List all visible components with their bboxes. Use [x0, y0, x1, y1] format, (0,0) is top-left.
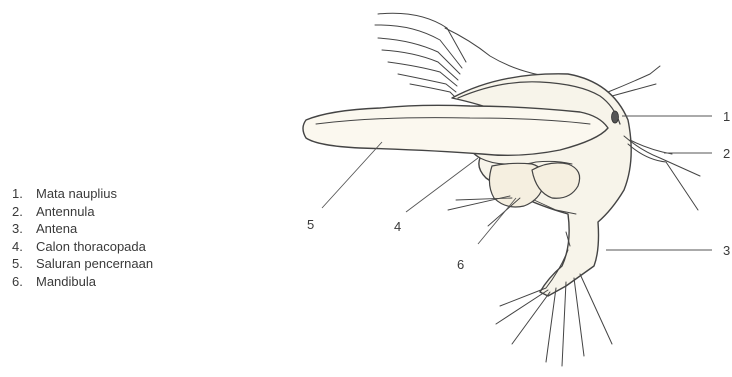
leader-6: [478, 198, 516, 244]
larva-drawing: [303, 13, 700, 366]
callout-4: 4: [394, 219, 401, 234]
leader-4: [406, 158, 478, 212]
antennule: [624, 136, 700, 210]
callout-6: 6: [457, 257, 464, 272]
nauplius-eye: [612, 111, 619, 123]
callout-2: 2: [723, 146, 730, 161]
gut-tube: [303, 105, 608, 155]
callout-1: 1: [723, 109, 730, 124]
callout-5: 5: [307, 217, 314, 232]
upper-setae: [608, 66, 660, 96]
leader-5: [322, 142, 382, 208]
callout-3: 3: [723, 243, 730, 258]
